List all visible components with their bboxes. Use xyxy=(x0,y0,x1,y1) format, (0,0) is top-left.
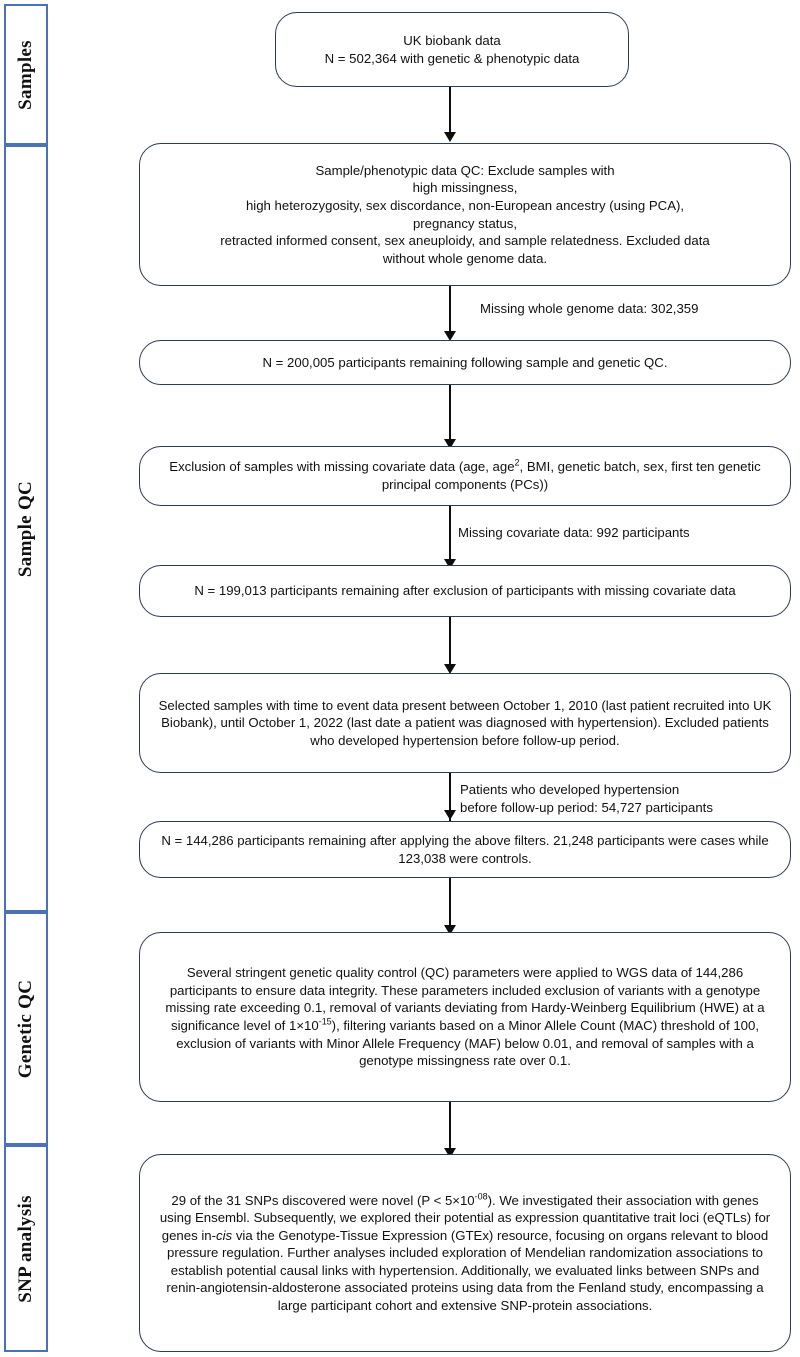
node-remaining-199013: N = 199,013 participants remaining after… xyxy=(139,565,791,617)
edge-label-missing-whole-genome: Missing whole genome data: 302,359 xyxy=(480,301,699,316)
edge-label-missing-covariate: Missing covariate data: 992 participants xyxy=(458,525,690,540)
connector-7 xyxy=(449,877,451,930)
node-remaining-200005-text: N = 200,005 participants remaining follo… xyxy=(262,354,668,370)
node-uk-biobank-data-text: UK biobank data N = 502,364 with genetic… xyxy=(324,32,580,66)
node-time-to-event-selection: Selected samples with time to event data… xyxy=(139,673,791,773)
arrowhead-8 xyxy=(444,1148,456,1158)
node-exclusion-missing-covariates: Exclusion of samples with missing covari… xyxy=(139,446,791,506)
node-genetic-qc-parameters: Several stringent genetic quality contro… xyxy=(139,932,791,1102)
stage-label-genetic-qc: Genetic QC xyxy=(15,979,36,1078)
node-exclusion-missing-covariates-text: Exclusion of samples with missing covari… xyxy=(169,458,761,492)
stage-label-sample-qc: Sample QC xyxy=(15,480,36,577)
arrowhead-3 xyxy=(444,439,456,449)
connector-6 xyxy=(449,772,451,821)
stage-label-snp-analysis: SNP analysis xyxy=(15,1194,36,1303)
node-remaining-200005: N = 200,005 participants remaining follo… xyxy=(139,340,791,385)
node-remaining-144286: N = 144,286 participants remaining after… xyxy=(139,821,791,878)
node-sample-phenotypic-qc: Sample/phenotypic data QC: Exclude sampl… xyxy=(139,143,791,286)
connector-4 xyxy=(449,505,451,561)
edge-label-hypertension-before-fu: Patients who developed hypertension befo… xyxy=(460,782,713,815)
node-sample-phenotypic-qc-text: Sample/phenotypic data QC: Exclude sampl… xyxy=(220,162,710,266)
connector-1 xyxy=(449,86,451,134)
arrowhead-2 xyxy=(444,331,456,341)
connector-5 xyxy=(449,616,451,672)
node-remaining-144286-text: N = 144,286 participants remaining after… xyxy=(161,832,769,866)
node-genetic-qc-parameters-text: Several stringent genetic quality contro… xyxy=(165,965,765,1069)
stage-label-samples: Samples xyxy=(15,39,36,110)
connector-8 xyxy=(449,1101,451,1153)
arrowhead-5 xyxy=(444,664,456,674)
node-time-to-event-selection-text: Selected samples with time to event data… xyxy=(158,697,772,748)
node-remaining-199013-text: N = 199,013 participants remaining after… xyxy=(194,583,736,599)
stage-rail-genetic-qc: Genetic QC xyxy=(4,912,48,1145)
node-snp-analysis-summary: 29 of the 31 SNPs discovered were novel … xyxy=(139,1154,791,1352)
connector-3 xyxy=(449,385,451,441)
arrowhead-7 xyxy=(444,925,456,935)
node-snp-analysis-summary-text: 29 of the 31 SNPs discovered were novel … xyxy=(159,1191,771,1313)
connector-2 xyxy=(449,285,451,333)
stage-rail-sample-qc: Sample QC xyxy=(4,145,48,912)
node-uk-biobank-data: UK biobank data N = 502,364 with genetic… xyxy=(275,12,629,87)
arrowhead-6 xyxy=(444,810,456,820)
stage-rail-snp-analysis: SNP analysis xyxy=(4,1145,48,1352)
arrowhead-1 xyxy=(444,132,456,142)
arrowhead-4 xyxy=(444,559,456,569)
stage-rail-samples: Samples xyxy=(4,4,48,145)
